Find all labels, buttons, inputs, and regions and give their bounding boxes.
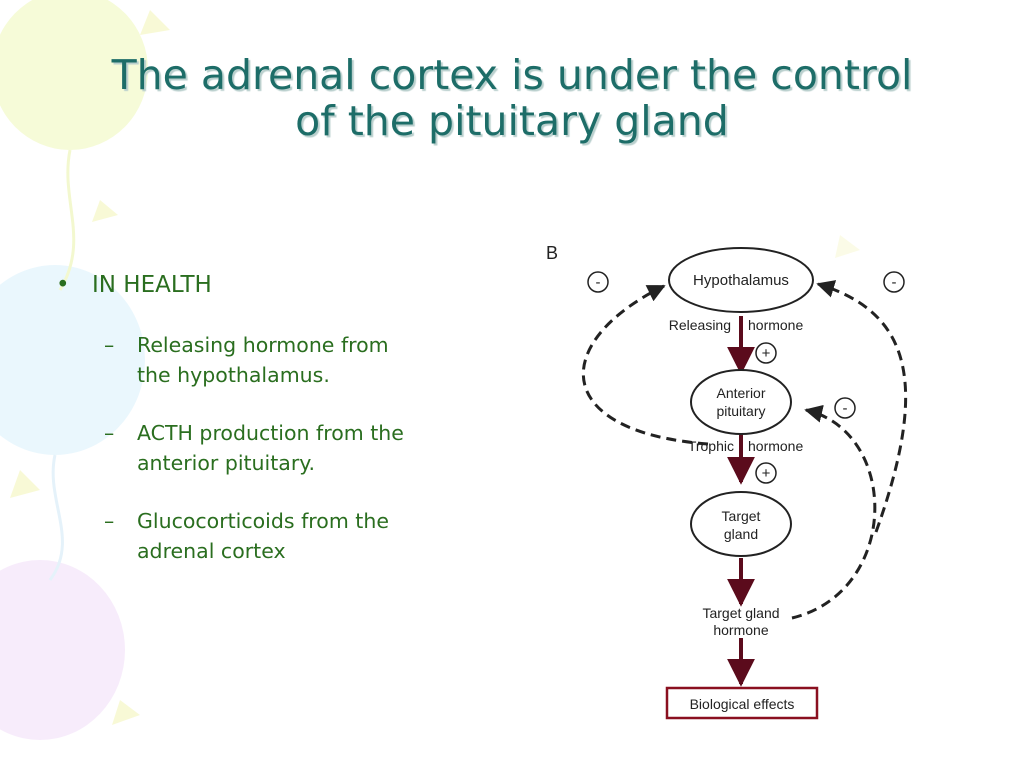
label-releasing: Releasing bbox=[669, 317, 731, 333]
sub-bullet-text-3a: Glucocorticoids from the bbox=[137, 509, 389, 533]
bullet-in-health-text: IN HEALTH bbox=[92, 272, 212, 298]
title-line-2: of the pituitary gland bbox=[295, 97, 729, 145]
node-pituitary-line1: Anterior bbox=[716, 385, 765, 401]
minus-sign-pituitary-text: - bbox=[843, 400, 848, 417]
feedback-loop-pituitary bbox=[791, 404, 877, 620]
sub-bullet-text-1b: the hypothalamus. bbox=[137, 363, 330, 387]
title-line-1: The adrenal cortex is under the control bbox=[111, 51, 913, 99]
bullet-list: • IN HEALTH – Releasing hormone from the… bbox=[56, 268, 496, 566]
bullet-dot: • bbox=[56, 272, 70, 298]
minus-sign-pituitary bbox=[834, 397, 856, 419]
sub-bullet-releasing: – Releasing hormone from the hypothalamu… bbox=[56, 330, 496, 390]
panel-label: B bbox=[546, 243, 558, 263]
bullet-in-health: • IN HEALTH bbox=[56, 268, 496, 302]
node-hypothalamus bbox=[668, 247, 814, 313]
node-hypothalamus-label: Hypothalamus bbox=[693, 272, 789, 289]
feedback-loop-long bbox=[816, 280, 908, 533]
plus-sign-releasing-text: + bbox=[762, 345, 771, 362]
minus-sign-left-text: - bbox=[596, 274, 601, 291]
feedback-diagram: B Hypothalamus Anterior pituitary Target… bbox=[546, 243, 908, 720]
sub-bullet-dash: – bbox=[104, 509, 115, 533]
node-target-line1: Target bbox=[722, 508, 761, 524]
plus-sign-trophic-text: + bbox=[762, 465, 771, 482]
sub-bullet-acth: – ACTH production from the anterior pitu… bbox=[56, 418, 496, 478]
minus-sign-left bbox=[587, 271, 609, 293]
node-anterior-pituitary bbox=[690, 369, 792, 435]
minus-sign-right bbox=[883, 271, 905, 293]
sub-bullet-text-2b: anterior pituitary. bbox=[137, 451, 316, 475]
label-target-gland-hormone-2: hormone bbox=[713, 622, 768, 638]
sub-bullet-dash: – bbox=[104, 333, 115, 357]
node-biological-effects bbox=[665, 686, 819, 720]
minus-sign-right-text: - bbox=[892, 274, 897, 291]
sub-bullet-glucocorticoids: – Glucocorticoids from the adrenal corte… bbox=[56, 506, 496, 566]
sub-bullet-text-2a: ACTH production from the bbox=[137, 421, 404, 445]
sub-bullet-text-1a: Releasing hormone from bbox=[137, 333, 389, 357]
label-releasing-hormone: hormone bbox=[748, 317, 803, 333]
label-trophic: Trophic bbox=[688, 438, 734, 454]
sub-bullet-dash: – bbox=[104, 421, 115, 445]
node-target-line2: gland bbox=[724, 526, 758, 542]
plus-sign-trophic bbox=[755, 462, 777, 484]
label-trophic-hormone: hormone bbox=[748, 438, 803, 454]
label-target-gland-hormone-1: Target gland bbox=[702, 605, 779, 621]
feedback-loop-short bbox=[581, 284, 709, 446]
plus-sign-releasing bbox=[755, 342, 777, 364]
node-target-gland bbox=[690, 491, 792, 557]
slide-title: The adrenal cortex is under the control … bbox=[40, 52, 984, 144]
sub-bullet-text-3b: adrenal cortex bbox=[137, 539, 286, 563]
node-biological-effects-label: Biological effects bbox=[690, 696, 795, 712]
node-pituitary-line2: pituitary bbox=[716, 403, 765, 419]
